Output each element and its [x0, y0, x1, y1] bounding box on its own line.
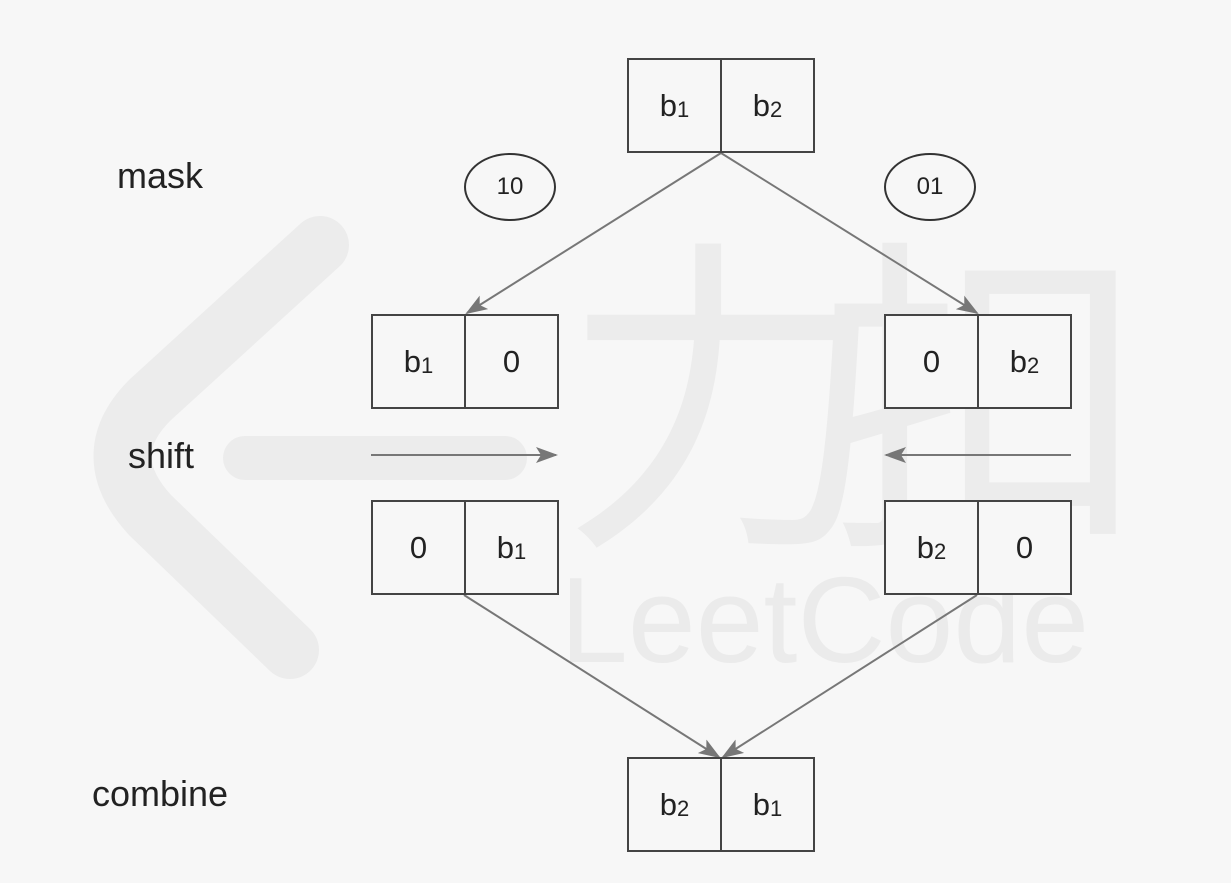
arrow-shift-right-to-combine — [721, 594, 978, 759]
watermark-glyph-left: 力 — [560, 214, 890, 598]
mask-oval-right: 01 — [884, 153, 976, 221]
cell: 0 — [922, 343, 941, 379]
cell: 0 — [409, 529, 428, 565]
arrow-top-to-mask-right — [720, 152, 979, 315]
cell: 0 — [464, 316, 557, 407]
mask-value: 01 — [916, 173, 944, 200]
step-label-combine: combine — [92, 773, 229, 814]
mask-oval-left: 10 — [464, 153, 556, 221]
arrow-top-to-mask-left — [465, 152, 722, 315]
step-label-mask: mask — [117, 155, 204, 196]
arrow-shift-left-to-combine — [463, 594, 721, 759]
step-label-shift: shift — [128, 435, 195, 476]
mask-value: 10 — [496, 173, 524, 200]
watermark-bracket-icon — [93, 216, 349, 679]
cell: 0 — [977, 502, 1070, 593]
